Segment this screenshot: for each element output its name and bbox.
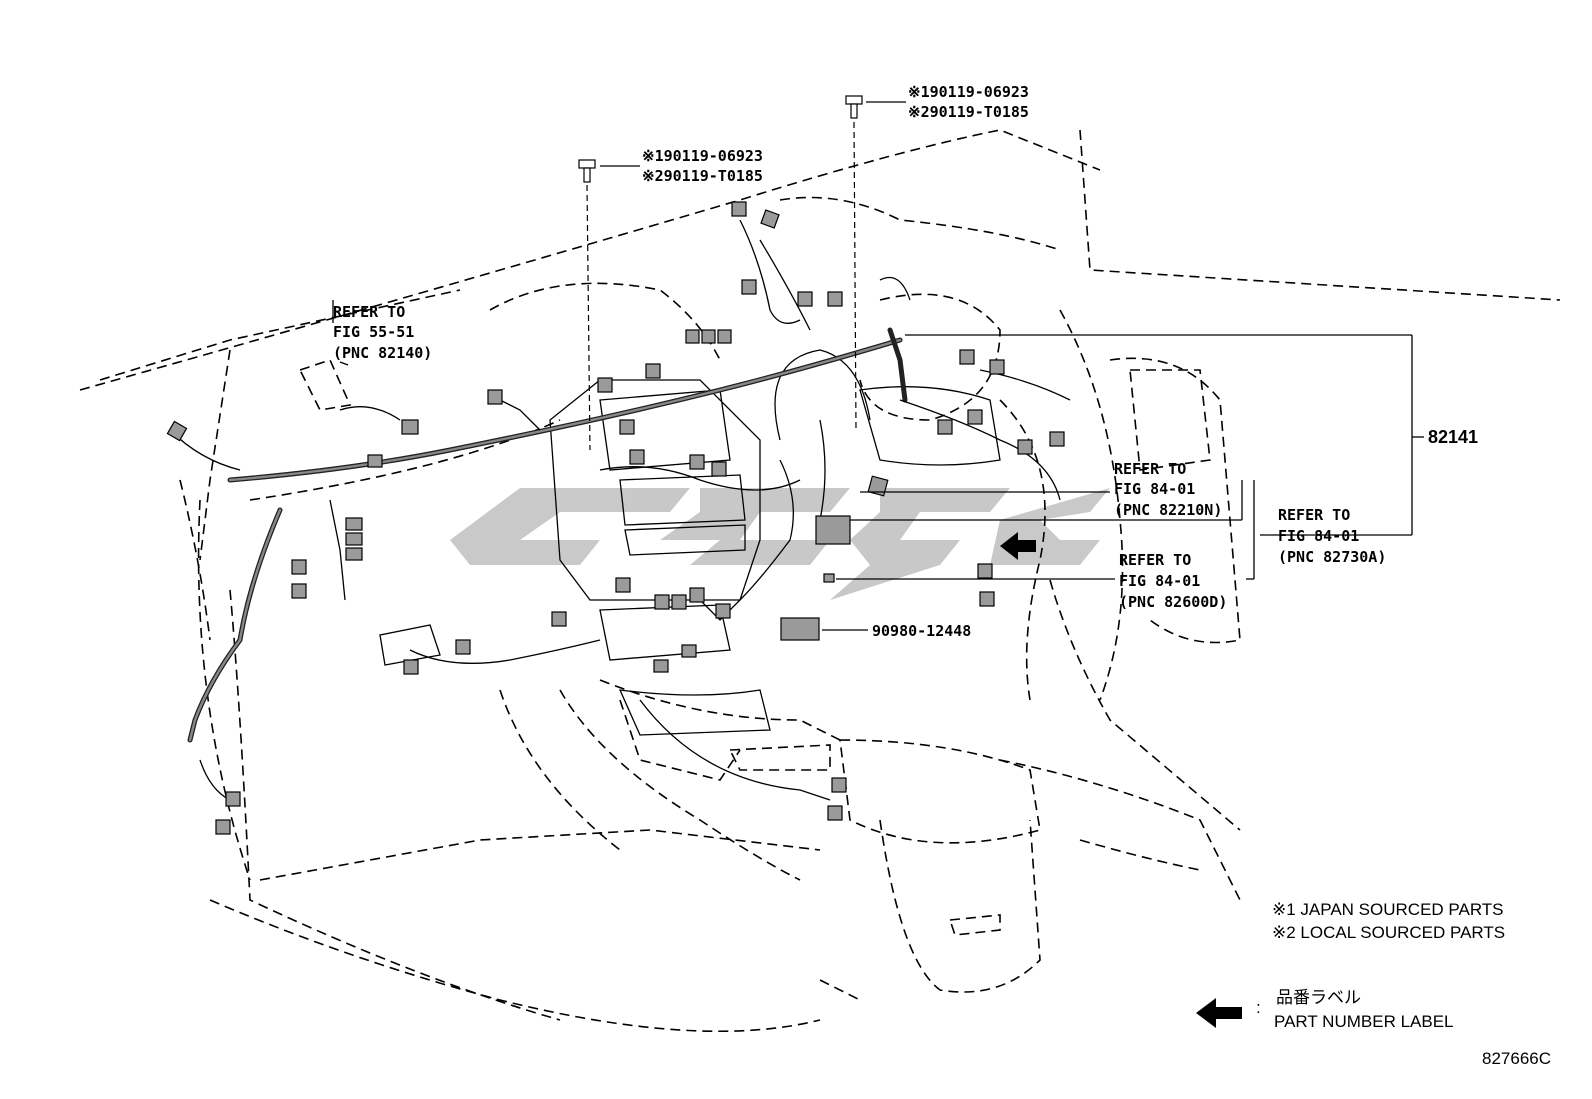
bolt-top-label-1: ※190119-06923 [908, 83, 1029, 101]
refer-55-line3: (PNC 82140) [333, 344, 432, 362]
legend-arrow-english: PART NUMBER LABEL [1274, 1012, 1454, 1031]
body-outline [79, 129, 1561, 1033]
refer-55-line2: FIG 55-51 [333, 323, 414, 341]
refer-82210-line3: (PNC 82210N) [1114, 501, 1222, 519]
bolt-left-icon [578, 159, 596, 451]
wire-harness [169, 219, 1071, 801]
refer-82600-line3: (PNC 82600D) [1119, 593, 1227, 611]
refer-55-line1: REFER TO [333, 303, 405, 321]
legend-arrow-japanese: 品番ラベル [1276, 988, 1361, 1007]
leader-lines [332, 101, 1424, 631]
part-number-label-arrow [1000, 532, 1036, 560]
legend-note-2: ※2 LOCAL SOURCED PARTS [1272, 923, 1505, 942]
bolt-left-label-1: ※190119-06923 [642, 147, 763, 165]
refer-82730-line3: (PNC 82730A) [1278, 548, 1386, 566]
bolt-top-label-2: ※290119-T0185 [908, 103, 1029, 121]
figure-id: 827666C [1482, 1049, 1551, 1068]
refer-82600-line2: FIG 84-01 [1119, 572, 1200, 590]
refer-82210-line1: REFER TO [1114, 460, 1186, 478]
bolt-top-icon [845, 95, 863, 431]
legend-arrow-icon [1196, 998, 1242, 1028]
legend-arrow-colon: : [1256, 998, 1261, 1017]
bolt-left-label-2: ※290119-T0185 [642, 167, 763, 185]
part-82141-label: 82141 [1428, 427, 1478, 447]
refer-82600-line1: REFER TO [1119, 551, 1191, 569]
dashboard-panel [379, 349, 1001, 736]
refer-82210-line2: FIG 84-01 [1114, 480, 1195, 498]
legend-note-1: ※1 JAPAN SOURCED PARTS [1272, 900, 1504, 919]
refer-82730-line2: FIG 84-01 [1278, 527, 1359, 545]
refer-82730-line1: REFER TO [1278, 506, 1350, 524]
part-90980-label: 90980-12448 [872, 622, 971, 640]
connectors [166, 201, 1065, 835]
